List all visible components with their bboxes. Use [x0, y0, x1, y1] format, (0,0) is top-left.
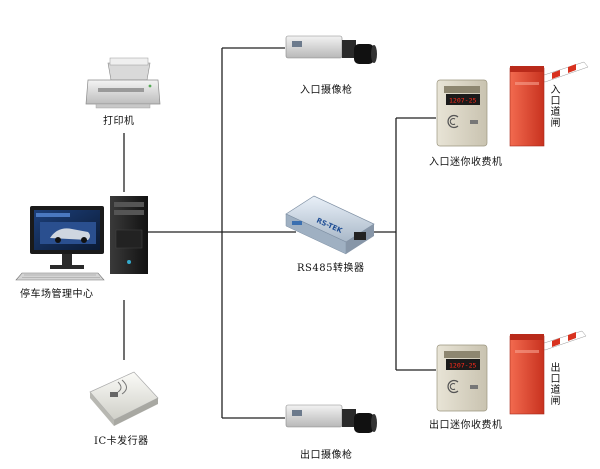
connection-lines — [123, 47, 436, 419]
ic-card-issuer-device[interactable] — [89, 371, 159, 426]
exit-gate-device[interactable] — [509, 330, 587, 415]
entry-camera-label: 入口摄像枪 — [300, 85, 353, 96]
exit-camera-label: 出口摄像枪 — [300, 450, 353, 461]
exit-charger-device[interactable]: 1207-25 — [436, 344, 488, 412]
converter-label: RS485转换器 — [297, 263, 365, 274]
entry-charger-label: 入口迷你收费机 — [429, 157, 503, 168]
exit-lcd-display: 1207-25 — [449, 362, 476, 370]
entry-gate-device[interactable] — [509, 61, 589, 147]
entry-charger-device[interactable]: 1207-25 — [436, 79, 488, 147]
center-label: 停车场管理中心 — [20, 289, 94, 300]
ic-issuer-label: IC卡发行器 — [94, 436, 149, 447]
entry-camera-device[interactable] — [285, 35, 377, 64]
management-center-pc[interactable] — [15, 196, 148, 281]
rs485-converter-device[interactable]: RS-TEK — [285, 195, 375, 255]
printer-label: 打印机 — [103, 116, 135, 127]
exit-camera-device[interactable] — [285, 404, 377, 433]
printer-device[interactable] — [85, 57, 161, 109]
entry-gate-label: 入口道闸 — [548, 84, 559, 128]
exit-gate-label: 出口道闸 — [548, 362, 559, 406]
entry-lcd-display: 1207-25 — [449, 97, 476, 105]
exit-charger-label: 出口迷你收费机 — [429, 420, 503, 431]
